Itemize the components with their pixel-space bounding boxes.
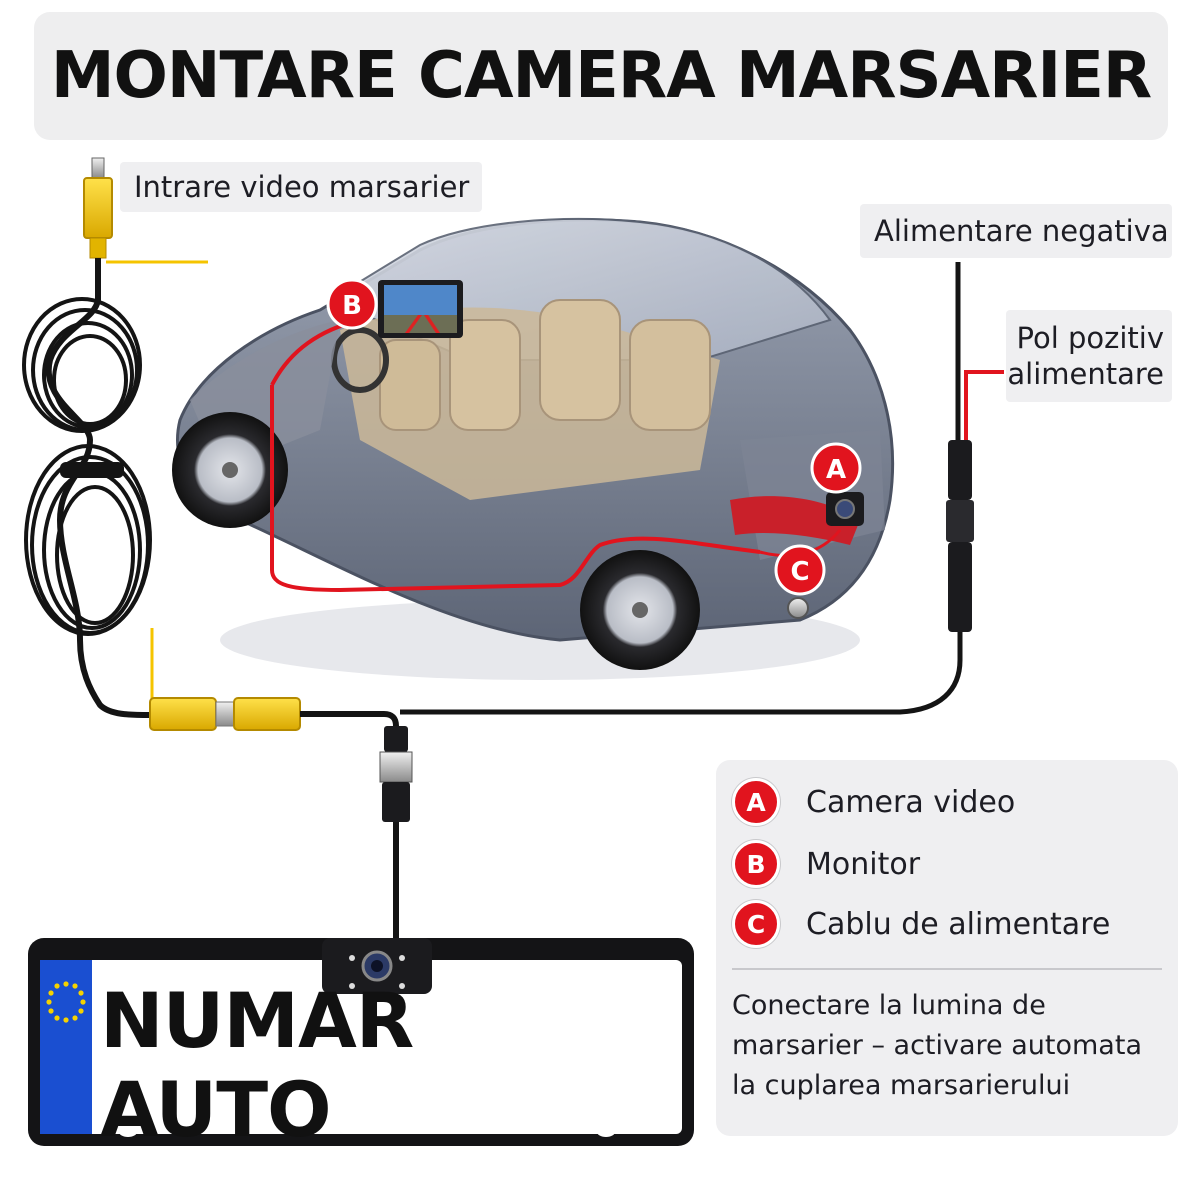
video-coupler <box>149 697 384 731</box>
marker-b: B <box>326 278 378 330</box>
svg-text:C: C <box>790 557 809 587</box>
label-positive-power-line2: alimentare <box>1007 357 1164 391</box>
legend-note: Conectare la lumina de marsarier – activ… <box>732 990 1142 1101</box>
power-cable <box>400 262 1004 715</box>
legend-item-c: C Cablu de alimentare <box>732 900 1110 948</box>
label-negative-power: Alimentare negativa <box>860 204 1172 258</box>
label-video-input: Intrare video marsarier <box>120 162 482 212</box>
marker-c: C <box>774 544 826 596</box>
marker-a: A <box>810 442 862 494</box>
label-video-input-text: Intrare video marsarier <box>134 170 470 204</box>
legend-badge-b: B <box>732 840 780 888</box>
rca-connector-icon <box>83 177 113 239</box>
legend-badge-a: A <box>732 778 780 826</box>
page-title: MONTARE CAMERA MARSARIER <box>50 39 1152 113</box>
label-positive-power-line1: Pol pozitiv <box>1016 321 1165 355</box>
legend-text-a: Camera video <box>806 784 1016 820</box>
legend-panel: A Camera video B Monitor C Cablu de alim… <box>716 760 1178 1136</box>
legend-text-c: Cablu de alimentare <box>806 906 1111 942</box>
camera-cable <box>379 711 413 940</box>
title-banner: MONTARE CAMERA MARSARIER <box>34 12 1168 140</box>
legend-item-a: A Camera video <box>732 778 1015 826</box>
plate-number: NUMAR AUTO <box>100 976 414 1154</box>
legend-divider <box>732 968 1162 970</box>
label-negative-power-text: Alimentare negativa <box>874 214 1169 248</box>
legend-item-b: B Monitor <box>732 840 920 888</box>
legend-badge-c: C <box>732 900 780 948</box>
eu-flag-icon <box>40 960 92 1134</box>
license-plate-frame <box>28 938 694 1146</box>
camera-icon <box>826 492 864 526</box>
svg-text:A: A <box>826 455 846 485</box>
label-positive-power: Pol pozitiv alimentare <box>1006 310 1172 402</box>
svg-text:B: B <box>342 291 362 321</box>
eu-stars <box>46 981 86 1023</box>
legend-text-b: Monitor <box>806 846 921 882</box>
video-cable <box>22 157 208 718</box>
car-illustration <box>172 217 895 680</box>
